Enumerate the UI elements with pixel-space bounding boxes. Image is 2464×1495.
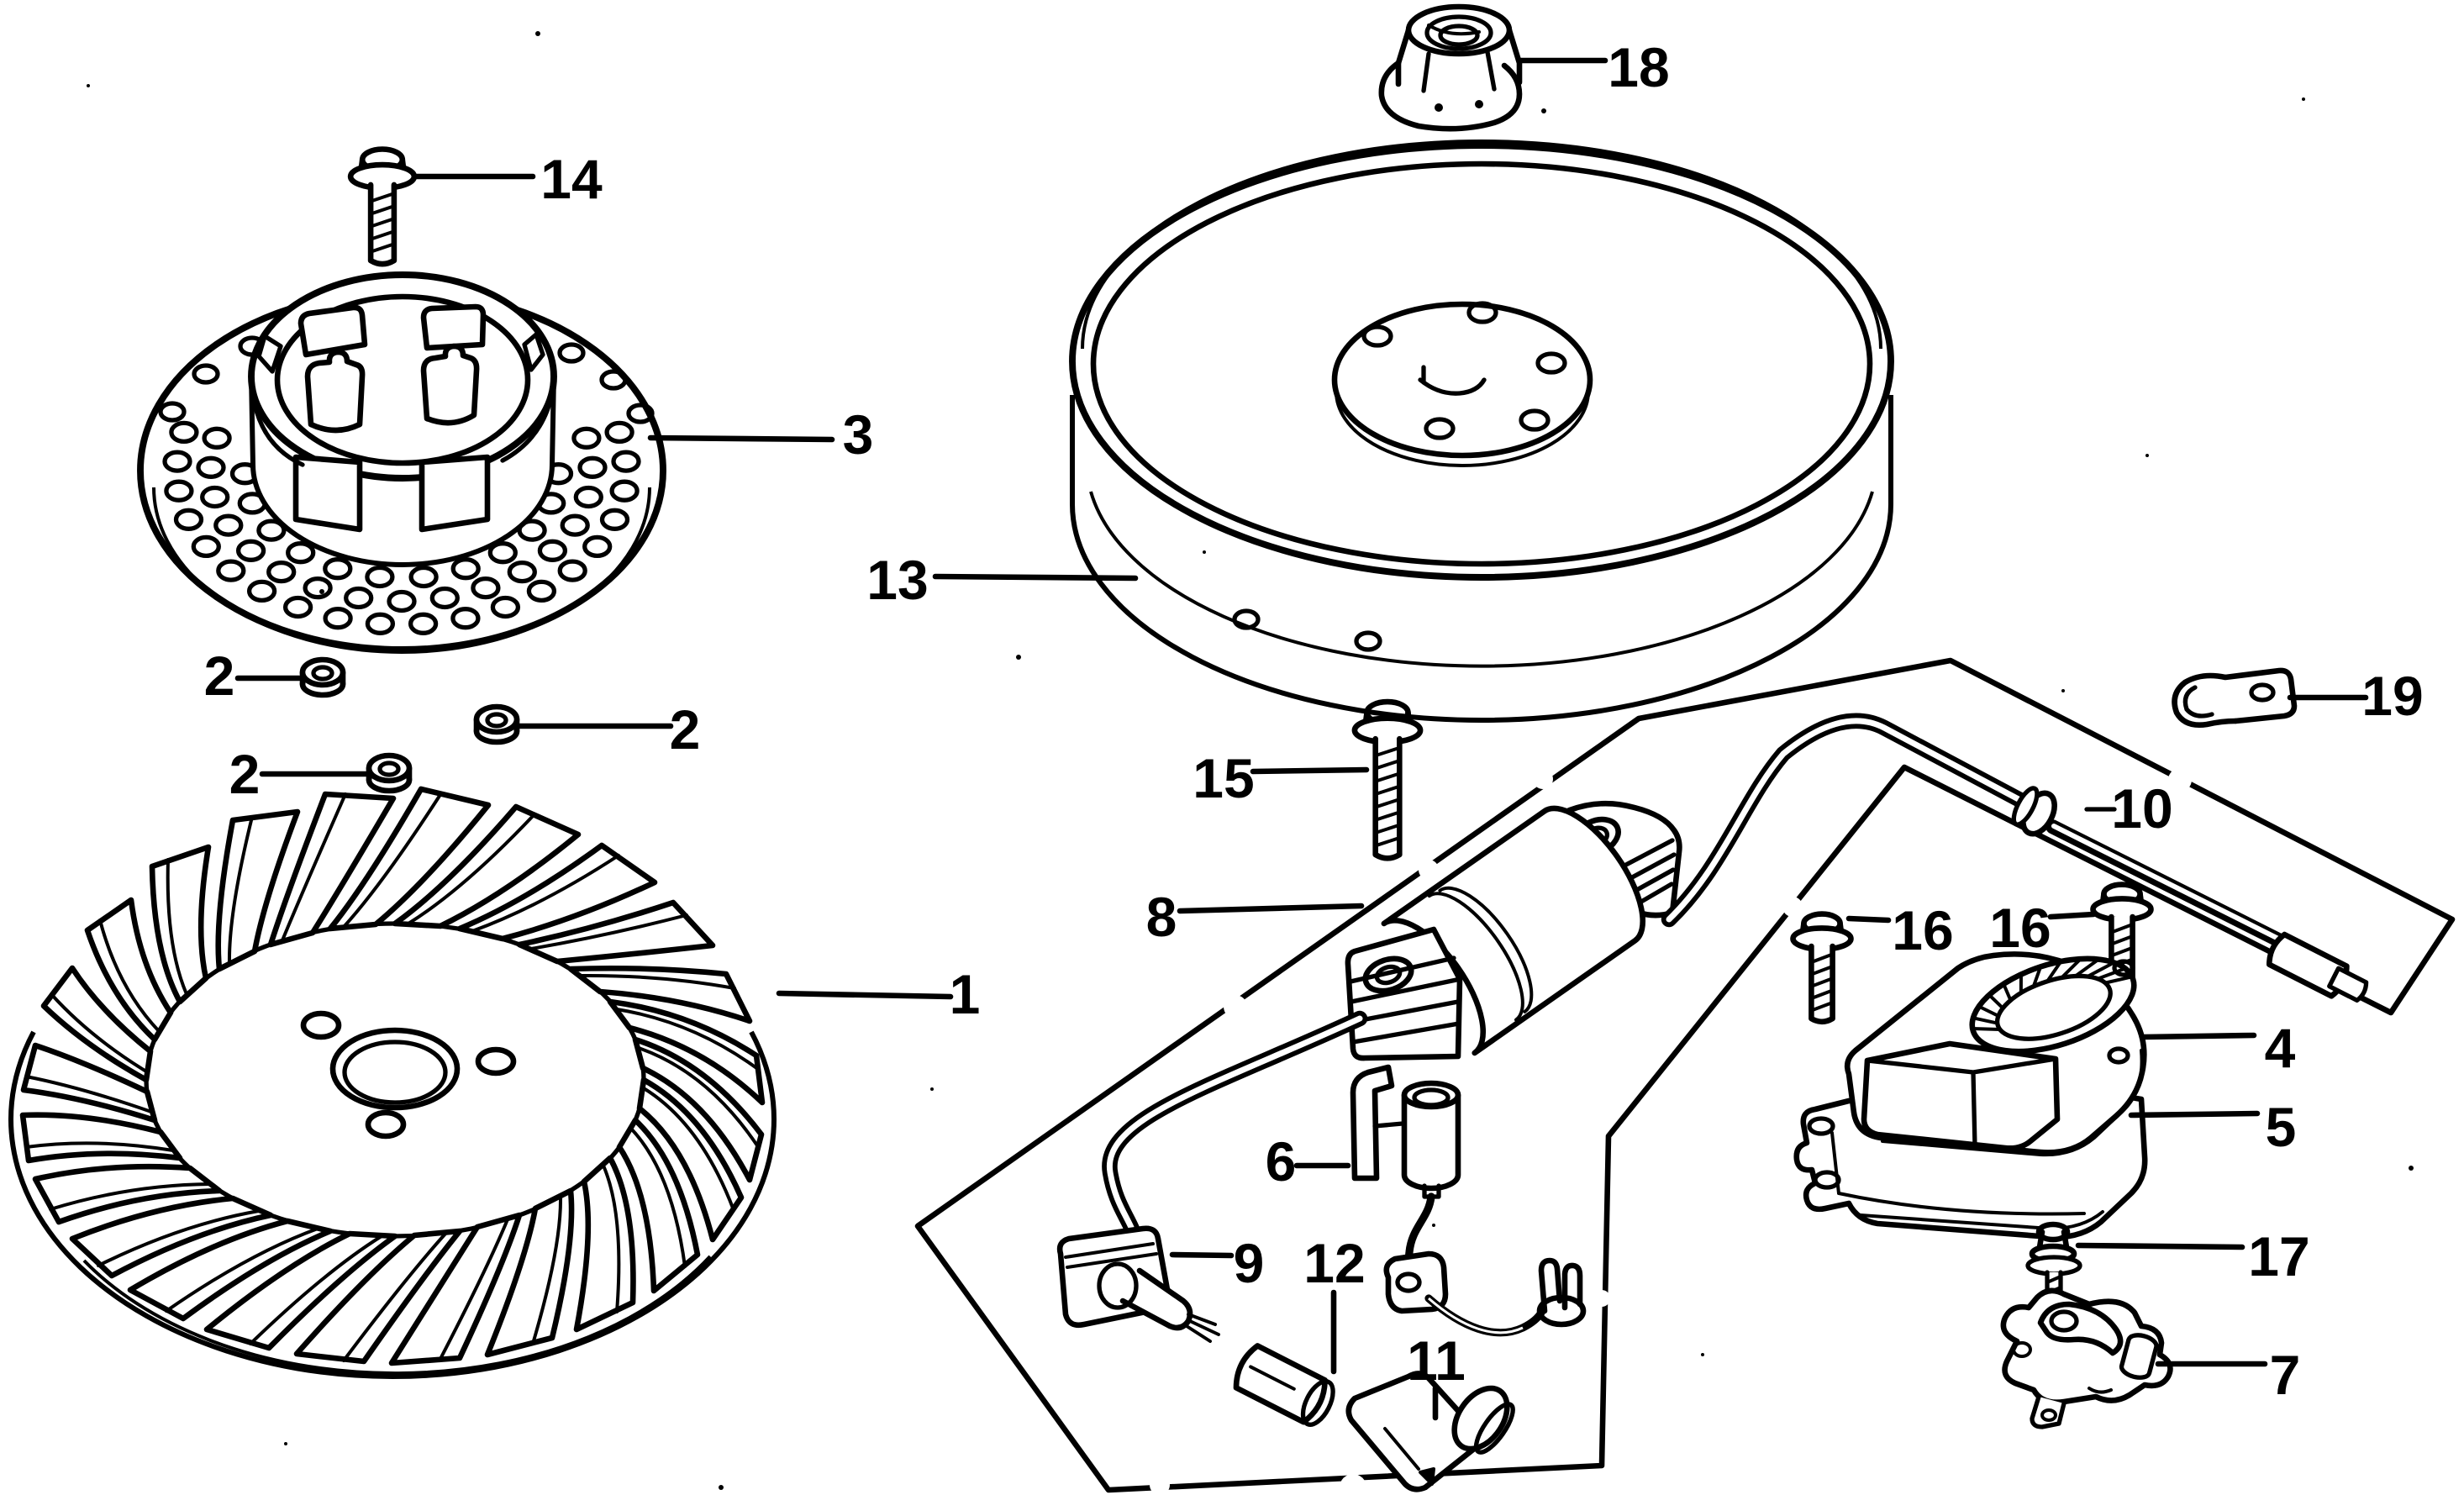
- svg-text:16: 16: [1892, 899, 1953, 961]
- svg-text:4: 4: [2265, 1017, 2296, 1079]
- svg-text:2: 2: [204, 645, 235, 707]
- svg-text:15: 15: [1193, 747, 1254, 809]
- svg-text:2: 2: [670, 698, 701, 761]
- svg-text:16: 16: [1989, 897, 2051, 959]
- svg-text:19: 19: [2361, 665, 2423, 727]
- svg-text:13: 13: [866, 549, 928, 611]
- svg-text:9: 9: [1234, 1232, 1265, 1294]
- svg-text:3: 3: [843, 403, 874, 466]
- svg-text:10: 10: [2111, 777, 2172, 840]
- svg-text:5: 5: [2266, 1096, 2297, 1158]
- svg-text:2: 2: [229, 743, 261, 805]
- svg-text:6: 6: [1266, 1130, 1297, 1192]
- svg-text:17: 17: [2248, 1225, 2309, 1287]
- svg-text:11: 11: [1407, 1329, 1466, 1392]
- svg-text:7: 7: [2270, 1344, 2301, 1406]
- svg-text:14: 14: [540, 148, 603, 210]
- svg-text:8: 8: [1146, 886, 1177, 948]
- svg-text:1: 1: [950, 963, 981, 1025]
- svg-text:18: 18: [1608, 36, 1669, 98]
- svg-text:12: 12: [1303, 1232, 1365, 1294]
